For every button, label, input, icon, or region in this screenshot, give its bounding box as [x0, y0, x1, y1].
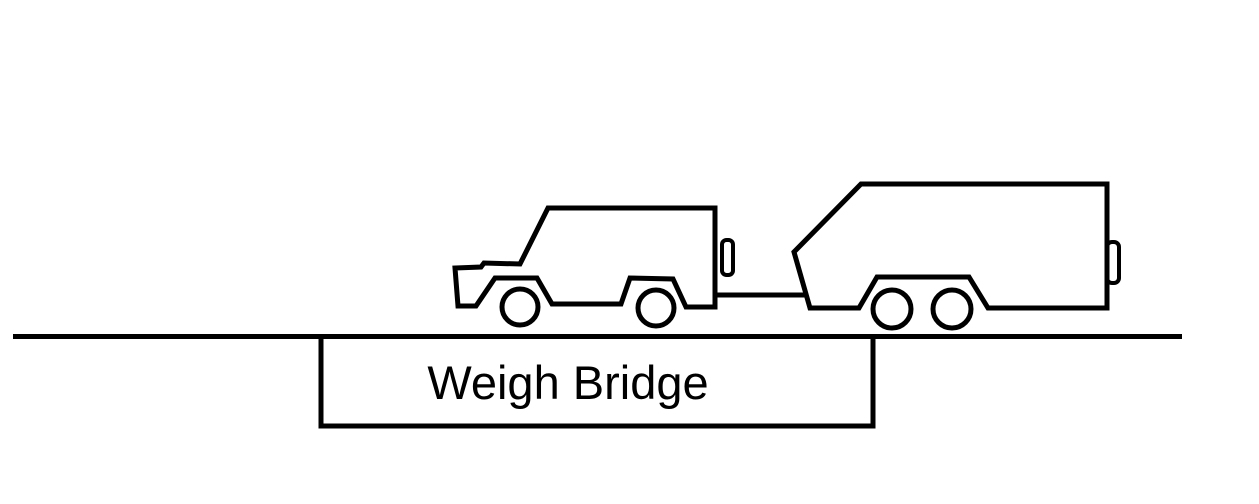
trailer-front-wheel — [870, 287, 914, 331]
weighbridge-pit-box — [318, 339, 876, 429]
car-body-outline — [452, 205, 718, 310]
trailer-rear-wheel — [930, 287, 974, 331]
car-rear-wheel — [635, 287, 677, 329]
weigh-bridge-label: Weigh Bridge — [427, 356, 708, 409]
shapes-layer — [13, 181, 1182, 429]
car-rear-light-bump — [720, 238, 735, 277]
car-front-wheel — [499, 286, 541, 328]
trailer-rear-light-bump — [1105, 240, 1121, 285]
